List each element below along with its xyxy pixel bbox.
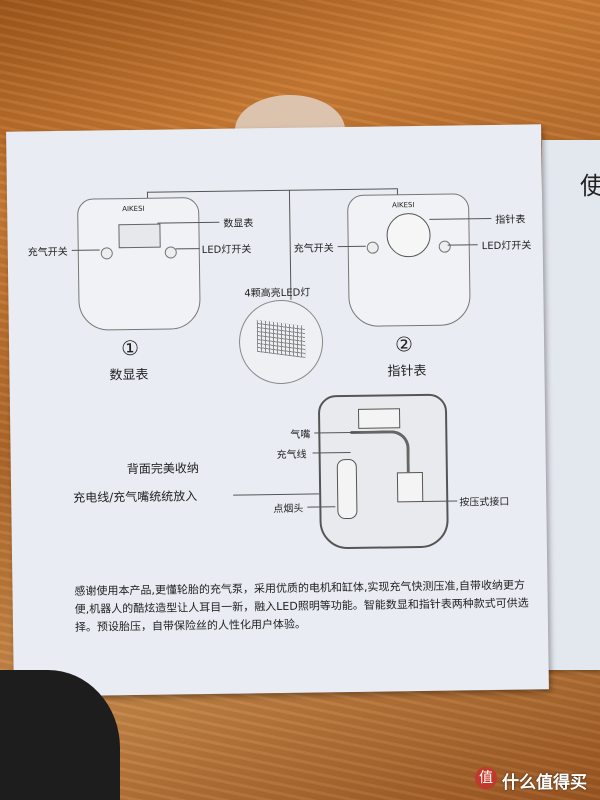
label-plug: 点烟头 [273,503,304,516]
brand-logo: AIKESI [392,201,415,210]
next-page-edge-char: 使 [580,172,600,200]
storage-subtitle: 充电线/充气嘴统统放入 [73,489,198,505]
connector-line [146,188,397,193]
brand-logo: AIKESI [122,204,145,214]
label-led-1: LED灯开关 [201,244,252,257]
product-description: 感谢使用本产品,更懂轮胎的充气泵，采用优质的电机和缸体,实现充气快测压准,自带收… [74,578,529,634]
label-nozzle: 气嘴 [290,429,311,441]
manual-page: AIKESI 数显表 充气开关 LED灯开关 ① 数显表 AIKESI 指针表 … [6,124,549,697]
model-caption-1: 数显表 [109,367,149,384]
led-panel-illustration [238,299,324,385]
label-display: 数显表 [223,218,254,230]
model-caption-2: 指针表 [387,363,427,380]
hose-icon [350,430,410,478]
leader-line [447,244,478,246]
label-power-1: 充气开关 [27,246,68,259]
label-led-2: LED灯开关 [481,240,532,253]
leader-line [233,493,320,496]
power-button-icon [100,247,113,260]
model-number-2: ② [394,332,414,357]
pressure-gauge-icon [386,212,431,258]
led-grid-icon [256,319,306,358]
device-gauge: AIKESI [346,193,471,327]
storage-title: 背面完美收纳 [126,461,199,477]
label-hose: 充气线 [276,449,307,462]
device-digital: AIKESI [77,197,201,331]
led-label: 4颗高亮LED灯 [244,287,311,300]
label-connector: 按压式接口 [459,496,510,509]
label-power-2: 充气开关 [293,243,334,255]
model-number-1: ① [120,335,140,361]
nozzle-icon [357,408,401,429]
next-page [542,140,600,670]
power-button-icon [366,241,379,254]
watermark-logo-icon: 值 [475,767,497,789]
label-gauge: 指针表 [495,214,526,226]
device-back-illustration [317,393,449,550]
connector-icon [396,471,424,503]
led-button-icon [438,240,451,253]
digital-screen [118,223,161,249]
watermark-text: 什么值得买 [502,773,587,793]
